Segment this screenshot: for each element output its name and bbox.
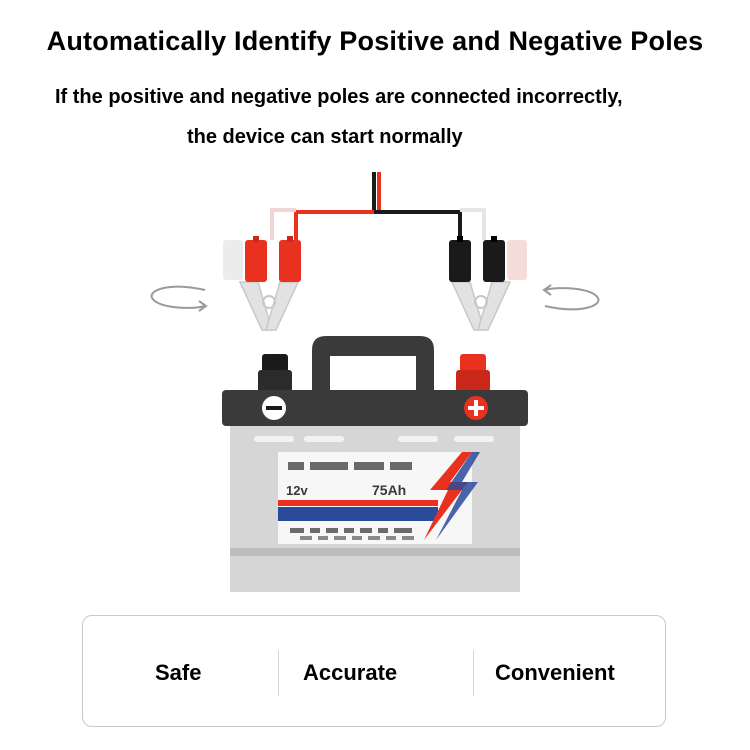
battery-illustration: 12v 75Ah	[150, 172, 600, 592]
left-clamp	[223, 236, 301, 331]
feature-accurate: Accurate	[303, 660, 398, 685]
battery: 12v 75Ah	[222, 336, 528, 592]
features-panel: Safe Accurate Convenient	[82, 615, 666, 727]
feature-safe: Safe	[155, 660, 202, 685]
right-clamp	[449, 236, 527, 331]
feature-convenient: Convenient	[495, 660, 615, 685]
battery-voltage-label: 12v	[286, 483, 308, 498]
subtitle-line-1: If the positive and negative poles are c…	[55, 86, 623, 108]
divider	[278, 650, 279, 696]
cable	[270, 172, 486, 240]
rotate-right-icon	[542, 284, 600, 311]
rotate-left-icon	[150, 285, 208, 312]
battery-capacity-label: 75Ah	[372, 482, 406, 498]
subtitle-line-2: the device can start normally	[187, 126, 463, 148]
divider	[473, 650, 474, 696]
page-title: Automatically Identify Positive and Nega…	[46, 26, 704, 56]
